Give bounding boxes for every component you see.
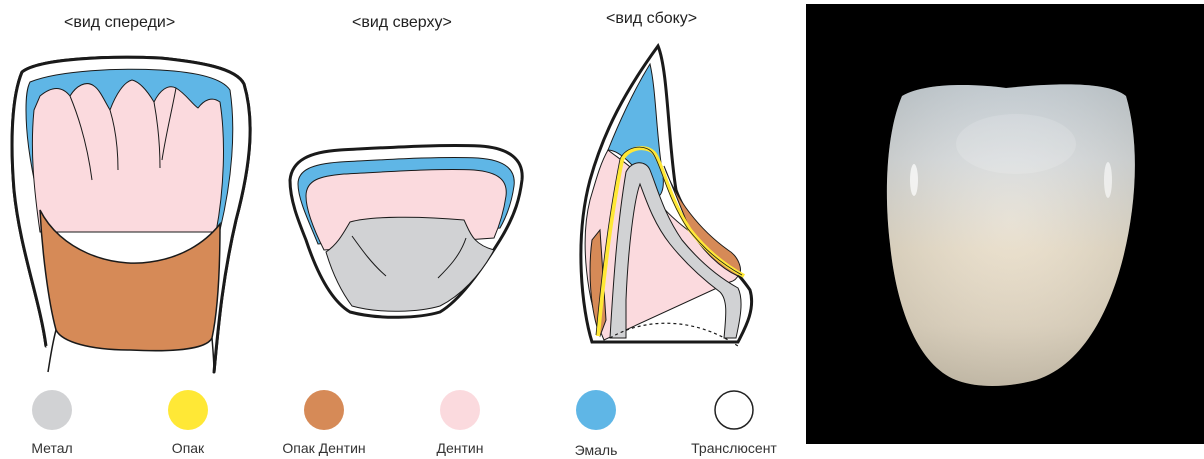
front-view-diagram [12, 57, 250, 372]
legend-swatch-metal [32, 390, 72, 430]
legend-swatch-enamel [576, 390, 616, 430]
crown-photo [806, 4, 1204, 444]
top-view-diagram [290, 145, 522, 317]
legend-swatch-opaque [168, 390, 208, 430]
legend-swatch-translucent [715, 391, 753, 429]
legend-swatch-opaque-dentin [304, 390, 344, 430]
crown-illustration [806, 4, 1204, 444]
legend-label-translucent: Транслюсент [691, 440, 777, 456]
top-metal-core [326, 217, 494, 311]
legend-swatch-dentin [440, 390, 480, 430]
legend-label-dentin: Дентин [437, 440, 484, 456]
tooth-layer-diagram [0, 0, 806, 459]
legend-label-opaque: Опак [172, 440, 204, 456]
side-view-diagram [581, 46, 752, 346]
legend-label-opaque-dentin: Опак Дентин [282, 440, 365, 456]
legend-label-metal: Метал [31, 440, 72, 456]
legend-label-enamel: Эмаль [575, 442, 618, 458]
